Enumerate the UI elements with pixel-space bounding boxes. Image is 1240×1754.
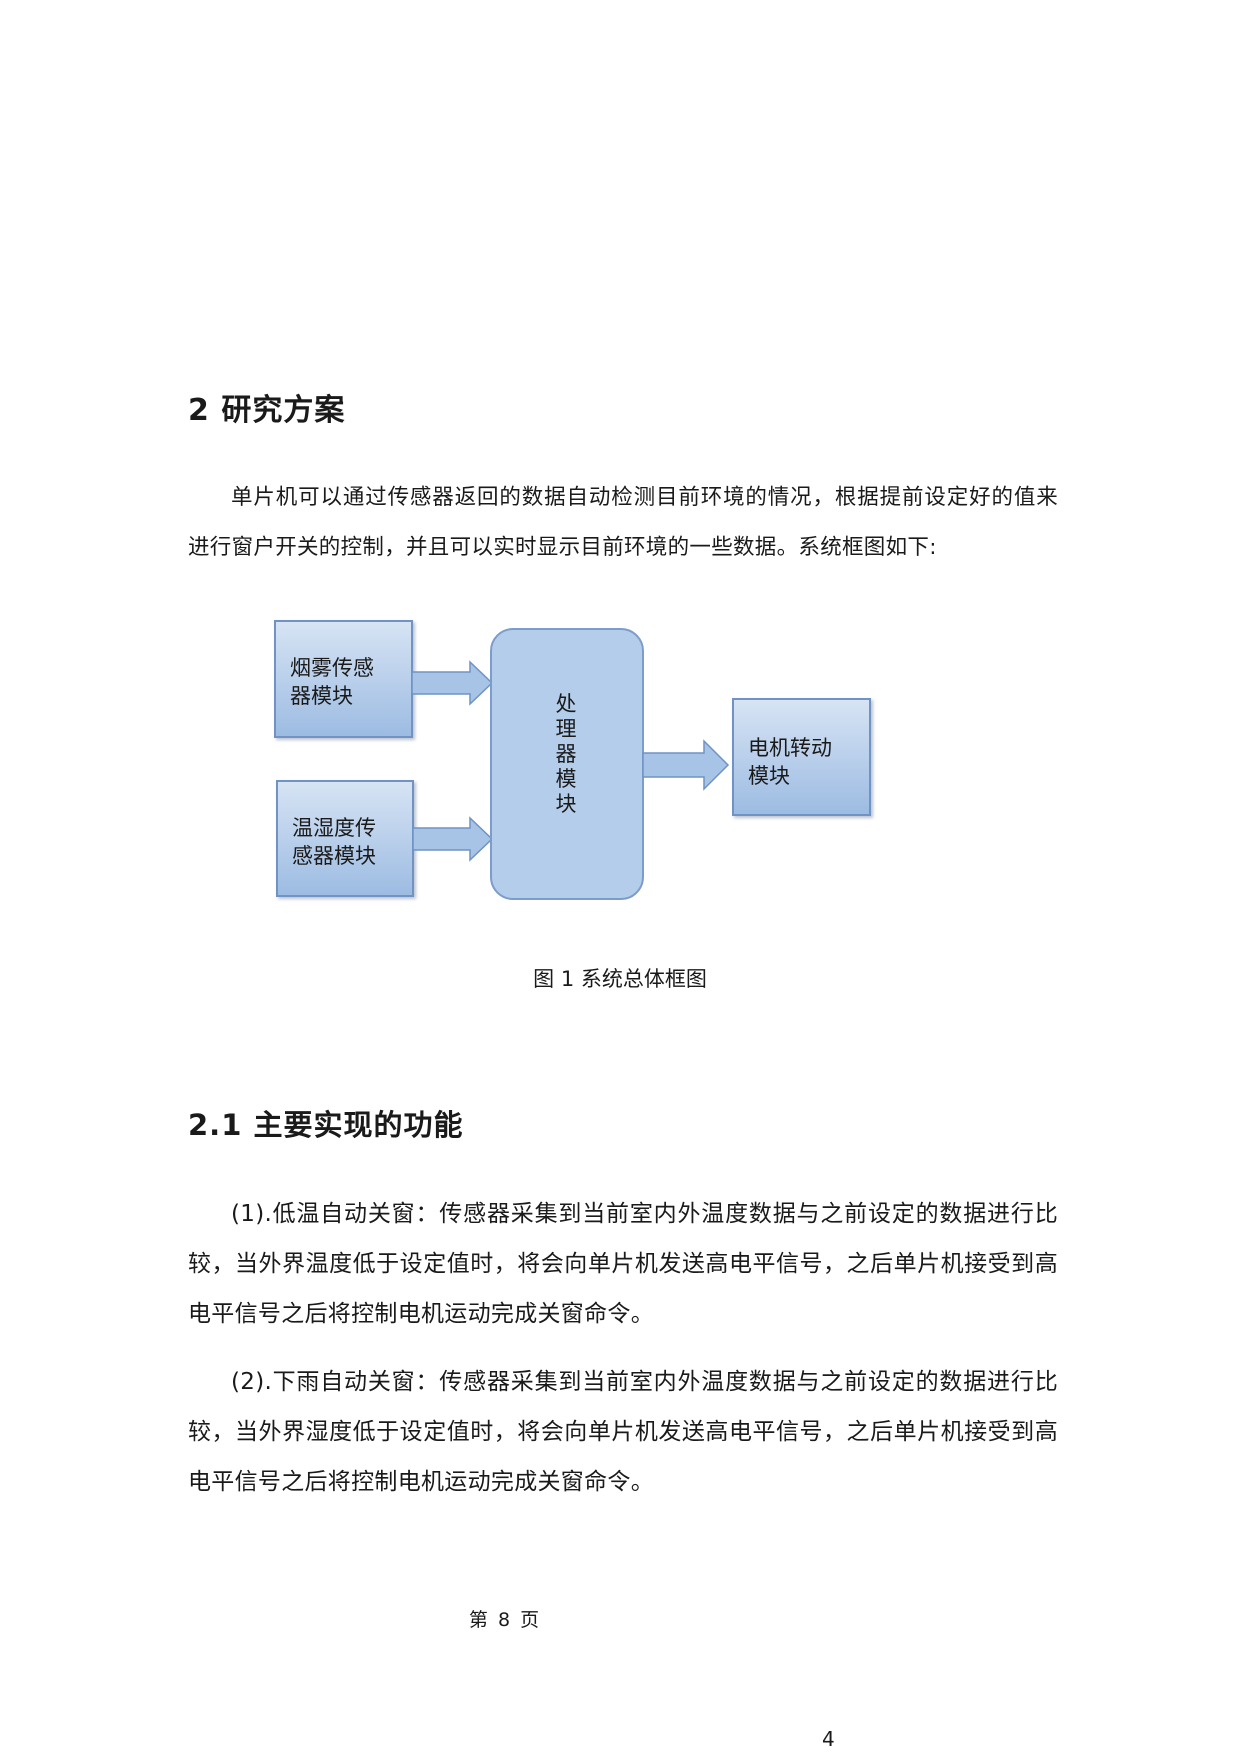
smoke-sensor-label-line1: 烟雾传感	[290, 656, 374, 680]
subsection-heading: 2.1 主要实现的功能	[188, 1108, 464, 1142]
processor-label-char-3: 器	[556, 742, 577, 766]
processor-label-char-4: 模	[556, 767, 577, 791]
feature-paragraph-1: (1).低温自动关窗：传感器采集到当前室内外温度数据与之前设定的数据进行比较，当…	[188, 1201, 1058, 1327]
motor-module: 电机转动 模块	[732, 698, 871, 816]
intro-paragraph: 单片机可以通过传感器返回的数据自动检测目前环境的情况，根据提前设定好的值来进行窗…	[188, 485, 1058, 560]
arrow-smoke-to-processor	[411, 660, 494, 706]
processor-label-char-5: 块	[556, 792, 577, 816]
system-block-diagram: 烟雾传感 器模块 温湿度传 感器模块 处 理 器 模 块 电机转动 模块	[274, 620, 871, 900]
motor-label-line2: 模块	[748, 764, 790, 788]
motor-label-line1: 电机转动	[748, 736, 832, 760]
processor-label-char-1: 处	[556, 692, 577, 716]
feature-paragraph-2: (2).下雨自动关窗：传感器采集到当前室内外温度数据与之前设定的数据进行比较，当…	[188, 1369, 1058, 1495]
arrow-processor-to-motor	[642, 739, 730, 791]
page-footer-label: 第 8 页	[468, 1609, 542, 1631]
section-heading: 2 研究方案	[188, 393, 346, 428]
page-number: 4	[822, 1727, 835, 1751]
figure-caption: 图 1 系统总体框图	[533, 967, 707, 991]
smoke-sensor-label-line2: 器模块	[290, 684, 353, 708]
arrow-humidity-to-processor	[412, 816, 494, 862]
humidity-sensor-label-line2: 感器模块	[292, 844, 376, 868]
humidity-sensor-module: 温湿度传 感器模块	[276, 780, 414, 897]
humidity-sensor-label-line1: 温湿度传	[292, 816, 376, 840]
processor-label-char-2: 理	[556, 717, 577, 741]
processor-module: 处 理 器 模 块	[490, 628, 644, 900]
smoke-sensor-module: 烟雾传感 器模块	[274, 620, 413, 738]
